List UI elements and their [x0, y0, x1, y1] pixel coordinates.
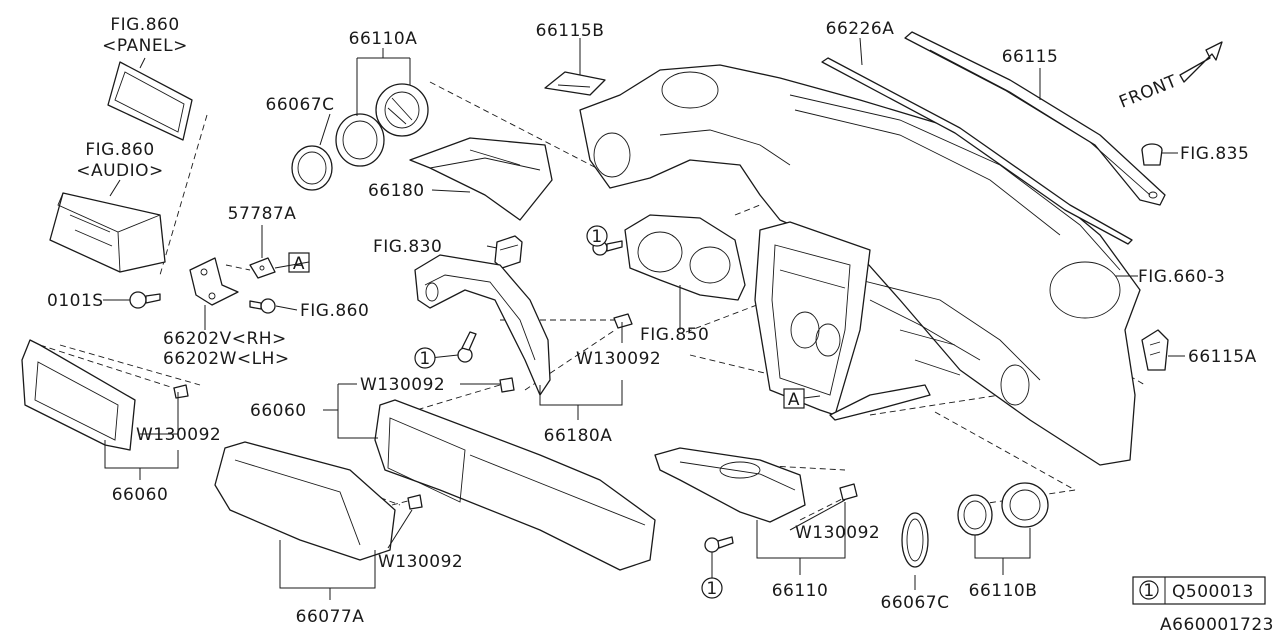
svg-text:1: 1: [706, 579, 717, 599]
defroster-strip-part: [821, 57, 1133, 245]
catalog-code: A660001723: [1160, 615, 1274, 635]
audio-bracket-part: [189, 257, 239, 306]
callout-labels: FIG.860 <PANEL> FIG.860 <AUDIO> 57787A 0…: [47, 15, 1257, 627]
svg-text:A: A: [788, 390, 800, 410]
label-66110b: 66110B: [969, 581, 1038, 601]
ref-marker-a-bottom: A: [783, 388, 805, 410]
label-fig850: FIG.850: [640, 325, 709, 345]
label-fig830: FIG.830: [373, 237, 442, 257]
label-66077a: 66077A: [296, 607, 365, 627]
lower-panel-66077a-part: [214, 441, 396, 561]
label-w130092-e: W130092: [795, 523, 880, 543]
defroster-grille-part: [904, 31, 1166, 206]
clip-w130092-b-part: [499, 377, 515, 393]
label-66115a: 66115A: [1188, 347, 1257, 367]
label-w130092-c: W130092: [136, 425, 221, 445]
label-fig835: FIG.835: [1180, 144, 1249, 164]
label-66067c-bottom: 66067C: [881, 593, 950, 613]
label-w130092-d: W130092: [378, 552, 463, 572]
label-57787a: 57787A: [228, 204, 297, 224]
label-fig860-panel-sub: <PANEL>: [102, 36, 188, 56]
svg-text:1: 1: [419, 349, 430, 369]
panel-part: [107, 61, 193, 141]
meter-visor-part: [414, 254, 551, 396]
label-66060-left: 66060: [112, 485, 169, 505]
label-w130092-b: W130092: [360, 375, 445, 395]
label-66226a: 66226A: [826, 19, 895, 39]
circle-symbol-c: 1: [701, 577, 723, 599]
lower-panel-left-part: [21, 339, 136, 451]
circle-symbol-b: 1: [414, 347, 436, 369]
audio-unit-part: [49, 192, 166, 273]
label-66067c-top: 66067C: [266, 95, 335, 115]
clip-fig835-part: [1141, 143, 1163, 166]
vent-ring-top-part: [291, 145, 333, 191]
label-fig860-audio-sub: <AUDIO>: [76, 161, 164, 181]
label-66180a: 66180A: [544, 426, 613, 446]
label-fig660-3: FIG.660-3: [1138, 267, 1225, 287]
meter-hood-part: [409, 137, 553, 221]
label-fig860-screw: FIG.860: [300, 301, 369, 321]
clip-w130092-e-part: [839, 483, 858, 501]
screw-glove-box-part: [704, 536, 734, 553]
vent-ring-bottom-part: [901, 512, 929, 568]
front-direction-arrow: FRONT: [1116, 41, 1223, 113]
combination-meter-part: [624, 214, 746, 301]
screw-0101s-part: [129, 291, 161, 309]
circle-symbol-a: 1: [586, 225, 608, 247]
center-stack-frame-part: [754, 221, 871, 416]
label-fig860-panel: FIG.860: [110, 15, 179, 35]
legend-symbol: 1: [1143, 581, 1154, 601]
legend-box: 1 Q500013: [1132, 576, 1266, 605]
legend-part-number: Q500013: [1172, 582, 1254, 602]
vent-66110b-part: [957, 482, 1049, 536]
lower-panel-mid-part: [374, 399, 656, 571]
label-66180: 66180: [368, 181, 425, 201]
clip-w130092-d-part: [407, 494, 423, 510]
label-w130092-a: W130092: [576, 349, 661, 369]
label-66115b: 66115B: [536, 21, 605, 41]
svg-text:1: 1: [591, 227, 602, 247]
label-fig860-audio: FIG.860: [85, 140, 154, 160]
clip-57787a-part: [249, 257, 276, 279]
label-66110a: 66110A: [349, 29, 418, 49]
switch-fig830-part: [494, 235, 523, 269]
lower-vent-assembly-part: [654, 447, 806, 523]
svg-text:FRONT: FRONT: [1116, 71, 1180, 112]
label-0101s: 0101S: [47, 291, 104, 311]
clip-w130092-c-part: [173, 384, 189, 399]
vent-66110a-part: [335, 83, 429, 167]
label-66202v: 66202V<RH>: [163, 329, 287, 349]
side-vent-66115a-part: [1141, 329, 1169, 371]
label-66110: 66110: [772, 581, 829, 601]
screw-fig860-part: [249, 298, 276, 314]
label-66060-mid: 66060: [250, 401, 307, 421]
clip-w130092-a-part: [613, 313, 633, 329]
label-66115: 66115: [1002, 47, 1059, 67]
label-66202w: 66202W<LH>: [163, 349, 290, 369]
leader-lines: [103, 37, 1185, 600]
screw-meter-visor-part: [457, 331, 477, 363]
side-vent-66115b-part: [544, 71, 606, 96]
lower-trim-part: [829, 384, 931, 421]
